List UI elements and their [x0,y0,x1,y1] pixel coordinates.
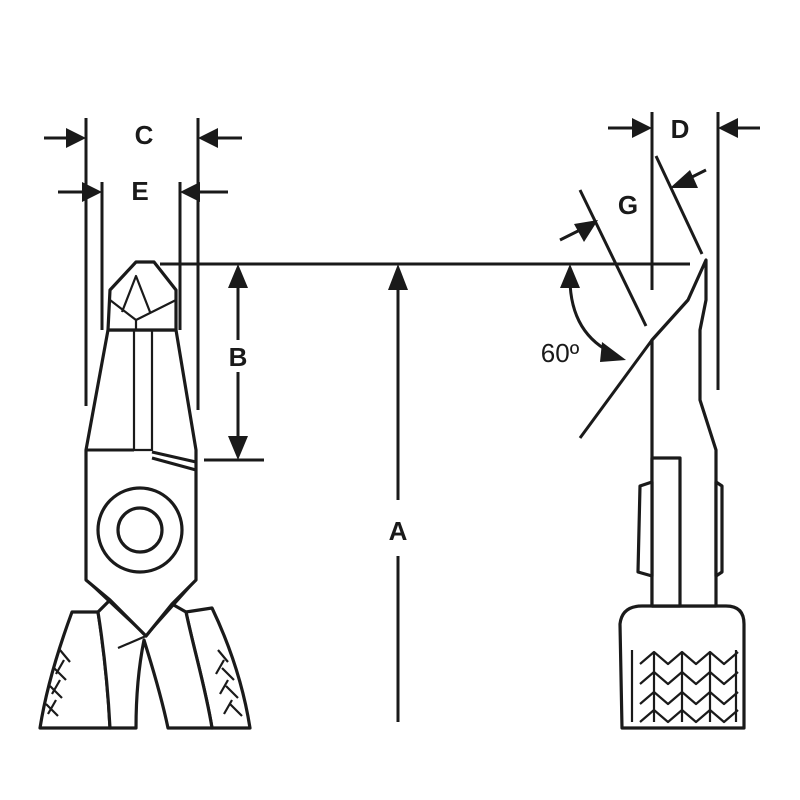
handle-body [96,598,214,730]
label-angle: 60º [541,338,580,368]
g-extension-left [578,189,648,327]
label-a: A [389,516,408,546]
label-c: C [135,120,154,150]
e-arrow-left-head [82,182,102,202]
pliers-front-view [38,260,252,730]
pliers-side-view [618,258,746,730]
jaw-split-line [132,330,154,452]
jaw-tip-detail [109,274,177,330]
side-pivot-head-left [636,480,654,578]
joint-lower-lines [85,579,197,650]
left-grip-texture [45,649,71,717]
c-arrow-right-head [198,128,218,148]
label-g: G [618,190,638,220]
label-d: D [671,114,690,144]
c-arrow-left-head [66,128,86,148]
g-arrow-left-shaft [559,228,581,242]
dimension-labels: C E B A D G 60º [131,114,689,546]
d-arrow-right-head [718,118,738,138]
angle-arc-arrow-bottom [600,342,626,362]
g-arrow-left-head [574,220,598,242]
b-arrow-top [228,264,248,288]
side-pivot-head-right [714,480,724,578]
pivot-inner [116,506,164,554]
jaw-tip [106,260,178,332]
g-arrow-right-head [670,170,698,188]
pliers-head [84,328,198,638]
right-grip-texture [215,649,243,717]
angle-arc-arrow-top [560,264,580,288]
label-b: B [229,342,248,372]
e-arrow-right-head [180,182,200,202]
label-e: E [131,176,148,206]
joint-plate-edge [86,448,197,472]
dimension-lines [44,112,760,722]
b-arrow-bottom [228,436,248,460]
a-arrow-top [388,264,408,290]
d-arrow-left-head [632,118,652,138]
g-extension-right [654,155,704,255]
side-pivot-block [650,456,682,608]
angle-reference-line [578,339,654,439]
side-grip-texture [630,650,739,724]
